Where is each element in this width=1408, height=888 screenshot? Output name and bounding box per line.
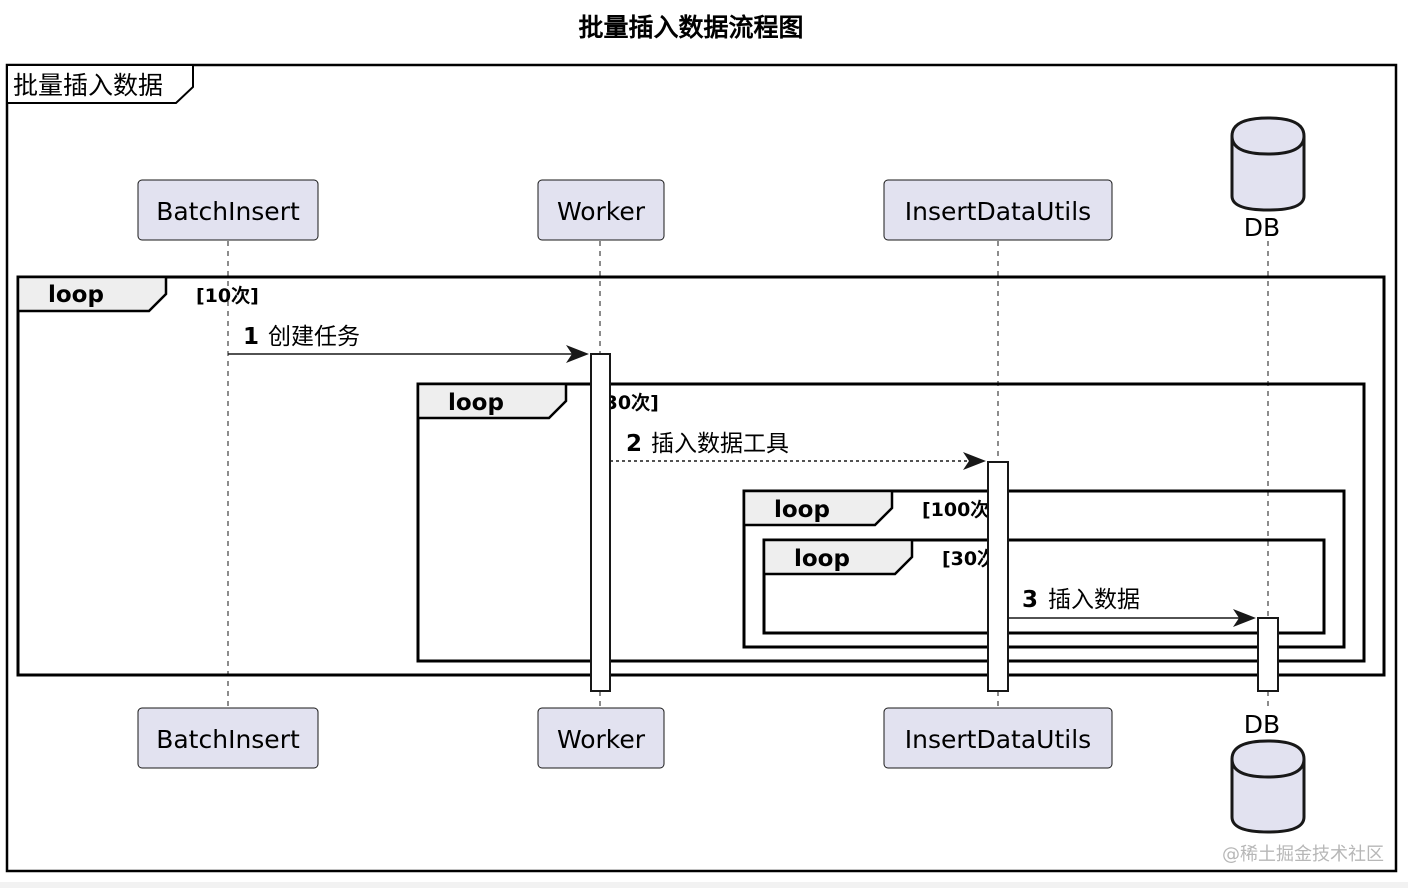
participant-box xyxy=(137,707,319,769)
loop-keyword: loop xyxy=(794,546,850,572)
participant-worker-bottom: Worker xyxy=(537,707,665,769)
database-icon xyxy=(1230,739,1306,834)
loop-frame-100: loop [100次] xyxy=(742,489,1346,649)
arrowhead xyxy=(963,452,986,470)
participant-box xyxy=(137,179,319,241)
outer-frame-border xyxy=(5,63,1398,873)
message-1: 1 创建任务 xyxy=(228,324,589,363)
loop-condition: [10次] xyxy=(196,284,259,307)
message-number: 3 xyxy=(1022,587,1038,613)
loop-keyword: loop xyxy=(48,282,104,308)
loop-frame-30-outer: loop [30次] xyxy=(416,382,1366,663)
participant-batchinsert-bottom: BatchInsert xyxy=(137,707,319,769)
activation-worker xyxy=(590,353,611,692)
participant-label: DB xyxy=(1244,710,1280,739)
participant-box xyxy=(883,707,1113,769)
loop-keyword: loop xyxy=(774,497,830,523)
database-icon-rim xyxy=(1230,135,1306,156)
participant-label: InsertDataUtils xyxy=(905,197,1091,226)
outer-frame-label: 批量插入数据 xyxy=(13,71,163,100)
arrowhead xyxy=(1233,609,1256,627)
participant-label: Worker xyxy=(557,725,646,754)
loop-frame-30-inner: loop [30次] xyxy=(762,538,1326,635)
activation-db xyxy=(1257,617,1279,692)
loop-condition: [30次] xyxy=(596,391,659,414)
loop-tab xyxy=(416,382,568,420)
outer-frame: 批量插入数据 xyxy=(5,63,1398,873)
loop-condition: [100次] xyxy=(922,498,998,521)
participant-insertdatautils-top: InsertDataUtils xyxy=(883,179,1113,241)
arrowhead xyxy=(566,345,589,363)
participant-insertdatautils-bottom: InsertDataUtils xyxy=(883,707,1113,769)
message-label: 创建任务 xyxy=(268,324,360,350)
participant-db-top: DB xyxy=(1230,116,1306,242)
participant-label: BatchInsert xyxy=(156,197,300,226)
participant-label: InsertDataUtils xyxy=(905,725,1091,754)
loop-tab xyxy=(742,489,894,527)
activation-insertdatautils xyxy=(987,461,1009,692)
loop-border xyxy=(762,538,1326,635)
loop-tab xyxy=(762,538,914,576)
participant-db-bottom: DB xyxy=(1230,710,1306,834)
participant-worker-top: Worker xyxy=(537,179,665,241)
bottom-strip xyxy=(0,882,1408,888)
loop-frame-10: loop [10次] xyxy=(16,275,1386,677)
loop-border xyxy=(16,275,1386,677)
database-icon-rim xyxy=(1230,758,1306,779)
database-icon xyxy=(1230,116,1306,212)
participant-box xyxy=(537,707,665,769)
participant-label: BatchInsert xyxy=(156,725,300,754)
participant-box xyxy=(537,179,665,241)
loop-keyword: loop xyxy=(448,390,504,416)
message-number: 2 xyxy=(626,431,642,457)
participant-label: Worker xyxy=(557,197,646,226)
diagram-title: 批量插入数据流程图 xyxy=(578,13,803,42)
message-3: 3 插入数据 xyxy=(1008,587,1256,627)
message-2: 2 插入数据工具 xyxy=(610,431,986,470)
loop-border xyxy=(416,382,1366,663)
message-label: 插入数据工具 xyxy=(651,431,789,457)
participant-label: DB xyxy=(1244,213,1280,242)
message-number: 1 xyxy=(243,324,259,350)
message-label: 插入数据 xyxy=(1048,587,1140,613)
loop-border xyxy=(742,489,1346,649)
participant-batchinsert-top: BatchInsert xyxy=(137,179,319,241)
loop-tab xyxy=(16,275,168,313)
watermark: @稀土掘金技术社区 xyxy=(1222,844,1384,865)
outer-frame-tab xyxy=(6,64,194,104)
participant-box xyxy=(883,179,1113,241)
